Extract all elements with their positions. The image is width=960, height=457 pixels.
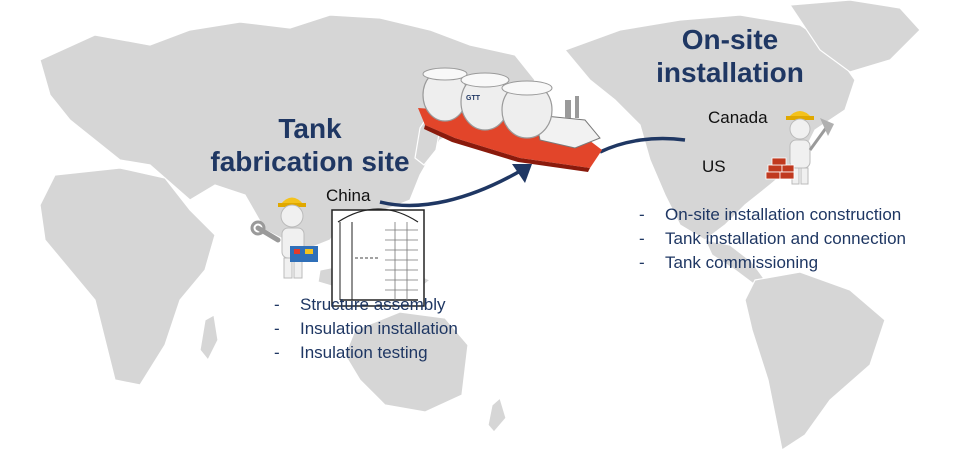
on-site-installation-heading: On-site installation <box>630 23 830 89</box>
greenland-landmass <box>788 0 921 73</box>
shipping-route-arrow <box>379 164 532 208</box>
fabrication-task: Insulation installation <box>274 317 458 341</box>
fabrication-heading-line1: Tank <box>278 113 342 144</box>
north-america-landmass <box>563 14 856 241</box>
installation-heading-line2: installation <box>656 57 804 88</box>
madagascar-landmass <box>199 314 219 362</box>
country-label-china: China <box>326 186 371 205</box>
new-zealand-landmass <box>487 396 507 433</box>
lng-carrier-ship-icon: GTT <box>418 67 602 172</box>
worker-with-trowel-and-bricks-icon <box>765 111 834 185</box>
fabrication-heading-line2: fabrication site <box>210 146 410 177</box>
installation-task-list: On-site installation construction Tank i… <box>639 203 906 275</box>
eurasia-landmass <box>39 14 536 251</box>
tank-engineering-drawing <box>331 208 425 307</box>
installation-task: On-site installation construction <box>639 203 906 227</box>
installation-heading-line1: On-site <box>681 24 779 55</box>
svg-text:GTT: GTT <box>466 95 481 102</box>
fabrication-task-list: Structure assembly Insulation installati… <box>274 293 458 365</box>
country-label-us: US <box>702 157 726 176</box>
shipping-route-line <box>599 136 686 154</box>
worker-with-wrench-and-toolbox-icon <box>250 197 318 279</box>
fabrication-task: Structure assembly <box>274 293 458 317</box>
africa-landmass <box>39 167 216 386</box>
south-america-landmass <box>744 271 886 451</box>
country-label-canada: Canada <box>708 108 768 127</box>
installation-task: Tank commissioning <box>639 251 906 275</box>
fabrication-task: Insulation testing <box>274 341 458 365</box>
installation-task: Tank installation and connection <box>639 227 906 251</box>
fabrication-site-heading: Tank fabrication site <box>200 112 420 178</box>
